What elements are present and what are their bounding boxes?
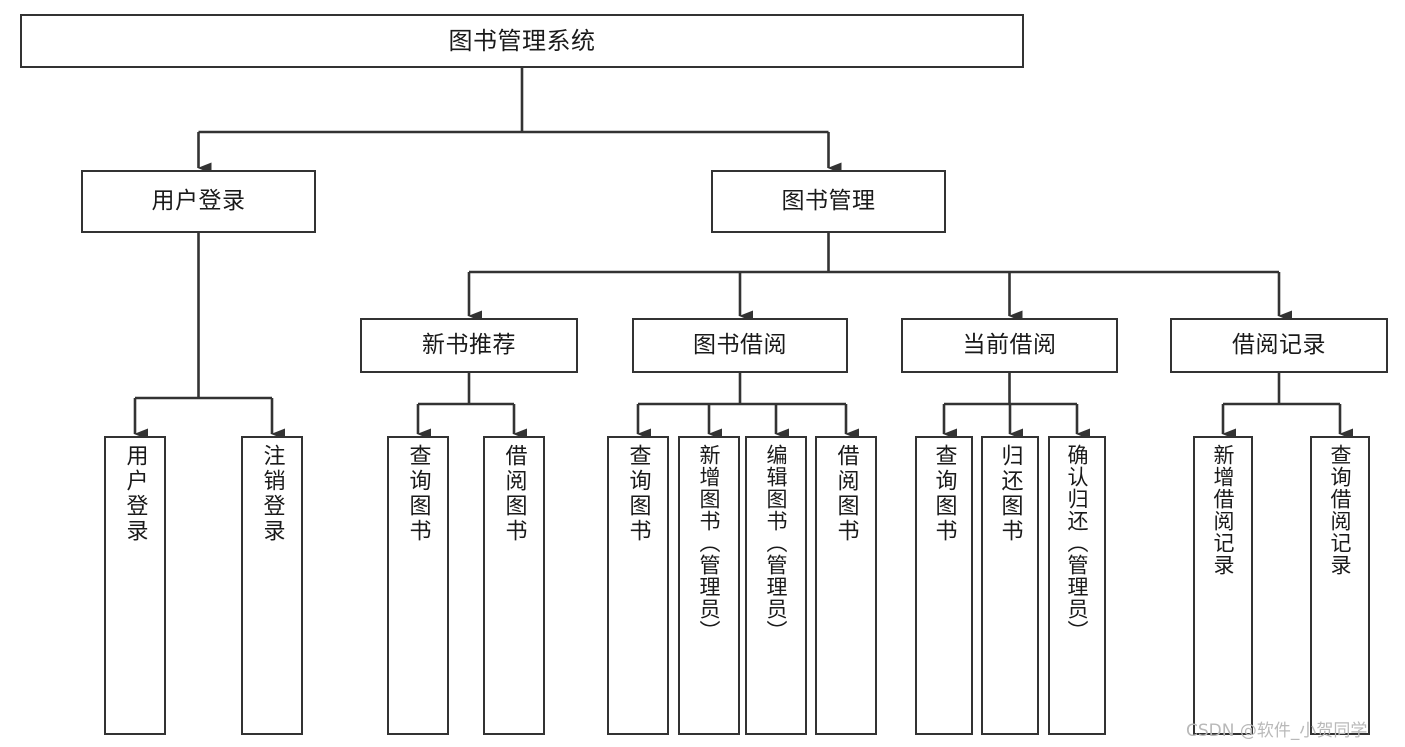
- node-label: 借阅记录: [1232, 331, 1326, 358]
- node-label: 查询图书: [931, 444, 957, 544]
- node-label: 归还图书: [997, 444, 1023, 544]
- node-label: 确认归还（管理员）: [1065, 444, 1090, 642]
- node-label: 查询借阅记录: [1328, 444, 1353, 576]
- node-leaf-query-record[interactable]: 查询借阅记录: [1310, 436, 1370, 735]
- node-leaf-add-record[interactable]: 新增借阅记录: [1193, 436, 1253, 735]
- watermark-text: CSDN @软件_小贺同学: [1186, 721, 1368, 741]
- node-root[interactable]: 图书管理系统: [20, 14, 1024, 68]
- node-borrow-record[interactable]: 借阅记录: [1170, 318, 1388, 373]
- node-leaf-query-book-bw[interactable]: 查询图书: [607, 436, 669, 735]
- node-leaf-add-book[interactable]: 新增图书（管理员）: [678, 436, 740, 735]
- node-label: 借阅图书: [501, 444, 527, 544]
- node-current-borrow[interactable]: 当前借阅: [901, 318, 1118, 373]
- node-leaf-return-book[interactable]: 归还图书: [981, 436, 1039, 735]
- node-label: 注销登录: [259, 444, 285, 544]
- node-book-manage[interactable]: 图书管理: [711, 170, 946, 233]
- node-leaf-query-book-cb[interactable]: 查询图书: [915, 436, 973, 735]
- node-leaf-borrow-book-rec[interactable]: 借阅图书: [483, 436, 545, 735]
- node-user-login[interactable]: 用户登录: [81, 170, 316, 233]
- node-label: 新增图书（管理员）: [697, 444, 722, 642]
- node-label: 编辑图书（管理员）: [764, 444, 789, 642]
- node-leaf-user-login[interactable]: 用户登录: [104, 436, 166, 735]
- node-label: 用户登录: [122, 444, 148, 544]
- node-book-borrow[interactable]: 图书借阅: [632, 318, 848, 373]
- node-label: 查询图书: [625, 444, 651, 544]
- node-label: 查询图书: [405, 444, 431, 544]
- node-label: 图书借阅: [693, 331, 787, 358]
- node-leaf-confirm-return[interactable]: 确认归还（管理员）: [1048, 436, 1106, 735]
- node-leaf-edit-book[interactable]: 编辑图书（管理员）: [745, 436, 807, 735]
- node-label: 新增借阅记录: [1211, 444, 1236, 576]
- node-new-book-rec[interactable]: 新书推荐: [360, 318, 578, 373]
- node-label: 图书管理: [781, 187, 876, 214]
- node-leaf-query-book-rec[interactable]: 查询图书: [387, 436, 449, 735]
- node-label: 用户登录: [151, 187, 246, 214]
- node-label: 借阅图书: [833, 444, 859, 544]
- node-leaf-logout[interactable]: 注销登录: [241, 436, 303, 735]
- node-label: 图书管理系统: [448, 26, 596, 55]
- node-leaf-borrow-book-bw[interactable]: 借阅图书: [815, 436, 877, 735]
- node-label: 当前借阅: [962, 331, 1057, 358]
- node-label: 新书推荐: [422, 331, 516, 358]
